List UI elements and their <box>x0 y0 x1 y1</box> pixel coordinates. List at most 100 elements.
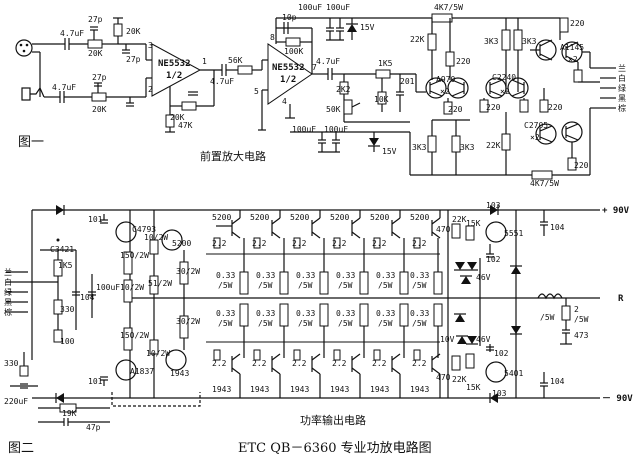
re-top-1: 0.33 <box>216 271 235 280</box>
drv-17: 220 <box>448 105 463 114</box>
lbl-c18: 4.7uF <box>316 57 340 66</box>
drv-9: ×2 <box>440 87 450 96</box>
pwr-l5: 100 <box>60 337 75 346</box>
bias-10: 2.2 <box>332 359 347 368</box>
drv-8: A970 <box>436 75 455 84</box>
bias-3: 2.2 <box>292 239 307 248</box>
lbl-c2: 27p <box>88 15 103 24</box>
lbl-c11: 4.7uF <box>210 77 234 86</box>
lbl-c12: 56K <box>228 56 243 65</box>
drv-19: ×2 <box>530 133 540 142</box>
lbl-c26: 15V <box>382 147 397 156</box>
re-bot-1: 0.33 <box>216 309 235 318</box>
drv-r5: 51/2W <box>148 279 172 288</box>
lbl-c20: 50K <box>326 105 341 114</box>
re-bot-2b: /5W <box>258 319 273 328</box>
pwr-in-2: 绿 <box>4 288 12 297</box>
rail-pos: + 90V <box>602 206 630 216</box>
drv-r1: 10/2W <box>144 233 168 242</box>
fig2-label: 图二 <box>8 441 34 456</box>
pwr-in-0: 兰 <box>4 267 12 277</box>
drv-2: 220 <box>456 57 471 66</box>
lbl-c23: 201 <box>400 77 415 86</box>
rp-20: 470 <box>436 373 451 382</box>
pwr-in-4: 棕 <box>4 307 12 317</box>
opamp1-part: NE5532 <box>158 59 191 69</box>
lbl-c19: 2K2 <box>336 85 351 94</box>
re-bot-5: 0.33 <box>376 309 395 318</box>
fig2-caption: 功率输出电路 <box>300 413 366 427</box>
drv-4: 3K3 <box>522 37 537 46</box>
re-top-6: 0.33 <box>410 271 429 280</box>
pwr-l9: 47p <box>86 423 101 432</box>
re-bot-6: 0.33 <box>410 309 429 318</box>
lbl-c7: 27p <box>92 73 107 82</box>
rp-6: 102 <box>486 255 501 264</box>
preamp-section <box>15 13 616 180</box>
pwr-l1: 1K5 <box>58 261 73 270</box>
drv-3: 3K3 <box>484 37 499 46</box>
pin-5: 5 <box>254 87 259 96</box>
pwr-l11: 101 <box>88 377 103 386</box>
re-top-6b: /5W <box>412 281 427 290</box>
pre-out-4: 棕 <box>618 103 626 113</box>
opamp-2 <box>267 43 313 105</box>
drv-5200: 5200 <box>172 239 191 248</box>
re-bot-4b: /5W <box>338 319 353 328</box>
re-bot-6b: /5W <box>412 319 427 328</box>
schematic-title: ETC QB－6360 专业功放电路图 <box>238 440 432 456</box>
re-top-4b: /5W <box>338 281 353 290</box>
q-top-2: 5200 <box>250 213 269 222</box>
rp-9: 2 <box>574 305 579 314</box>
drv-18: C2705 <box>524 121 548 130</box>
rp-13: 46V <box>476 335 491 344</box>
bias-7: 2.2 <box>212 359 227 368</box>
drv-15: 3K3 <box>460 143 475 152</box>
pin-4: 4 <box>282 97 287 106</box>
rp-7: 46V <box>476 273 491 282</box>
pwr-l3: 100uF <box>96 283 120 292</box>
pwr-l4: 330 <box>60 305 75 314</box>
q-bot-2: 1943 <box>250 385 269 394</box>
rp-0: 470 <box>436 225 451 234</box>
lbl-c6: 4.7uF <box>52 83 76 92</box>
re-bot-3: 0.33 <box>296 309 315 318</box>
drv-1943: 1943 <box>170 369 189 378</box>
lbl-c14: 100K <box>284 47 303 56</box>
drv-7: ×2 <box>568 55 578 64</box>
pre-out-0: 兰 <box>618 63 626 73</box>
drv-r6: 150/2W <box>120 331 149 340</box>
opamp1-half: 1/2 <box>166 71 182 81</box>
drv-0: 4K7/5W <box>434 3 463 12</box>
rp-11: 473 <box>574 331 589 340</box>
xlr-input-connector <box>15 39 60 97</box>
rp-15: 22K <box>452 375 467 384</box>
rp-8: /5W <box>540 313 555 322</box>
lbl-c15: 100uF <box>298 3 322 12</box>
re-bot-3b: /5W <box>298 319 313 328</box>
lbl-c13: 10p <box>282 13 297 22</box>
lbl-c1: 4.7uF <box>60 29 84 38</box>
bias-2: 2.2 <box>252 239 267 248</box>
q-top-6: 5200 <box>410 213 429 222</box>
rp-10: /5W <box>574 315 589 324</box>
lbl-c24: 100uF <box>292 125 316 134</box>
rp-14: 102 <box>494 349 509 358</box>
q-top-3: 5200 <box>290 213 309 222</box>
rail-out: R <box>618 294 624 304</box>
pin-7: 7 <box>312 63 317 72</box>
fig1-caption: 前置放大电路 <box>200 149 266 163</box>
re-top-4: 0.33 <box>336 271 355 280</box>
drv-1: 22K <box>410 35 425 44</box>
re-bot-5b: /5W <box>378 319 393 328</box>
drv-10: C2240 <box>492 73 516 82</box>
drv-r3: 10/2W <box>120 283 144 292</box>
re-top-2b: /5W <box>258 281 273 290</box>
q-top-5: 5200 <box>370 213 389 222</box>
bias-5: 2.2 <box>372 239 387 248</box>
drv-a1837: A1837 <box>130 367 154 376</box>
rp-3: 103 <box>486 201 501 210</box>
rp-16: 15K <box>466 383 481 392</box>
power-section <box>6 205 600 426</box>
